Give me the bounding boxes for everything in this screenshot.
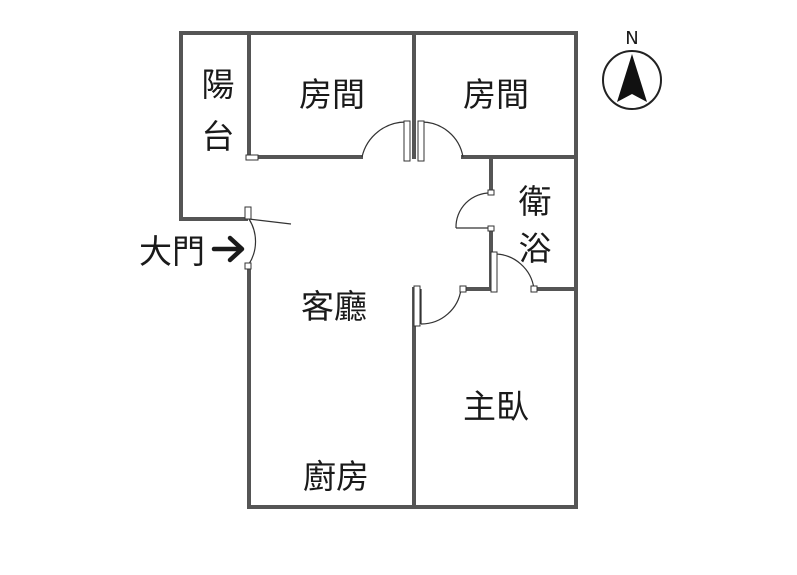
bathroom-door-west xyxy=(455,189,495,232)
balcony-label-line1: 陽 xyxy=(202,65,235,104)
compass-north-label: N xyxy=(625,28,638,49)
balcony-door-jamb xyxy=(245,154,259,161)
walls xyxy=(179,31,578,509)
bathroom-label-line2: 浴 xyxy=(519,229,552,268)
right-arrow-icon xyxy=(211,235,245,263)
balcony-label-line2: 台 xyxy=(202,117,235,156)
doors xyxy=(244,120,538,327)
balcony-wall-west xyxy=(179,31,248,221)
bedroom-east-door xyxy=(417,120,464,162)
living-room-label: 客廳 xyxy=(301,287,367,326)
bathroom-door-south xyxy=(490,251,538,293)
bedroom-east-label: 房間 xyxy=(463,75,529,114)
entrance-label: 大門 xyxy=(139,232,205,271)
kitchen-label: 廚房 xyxy=(303,457,369,496)
bathroom-label-line1: 衛 xyxy=(519,182,552,221)
entrance-door xyxy=(244,206,292,270)
north-arrow-icon xyxy=(602,50,662,110)
bedroom-west-door xyxy=(361,120,411,162)
master-bedroom-label: 主臥 xyxy=(463,387,529,426)
bedroom-west-label: 房間 xyxy=(299,75,365,114)
master-bedroom-door xyxy=(413,285,467,327)
